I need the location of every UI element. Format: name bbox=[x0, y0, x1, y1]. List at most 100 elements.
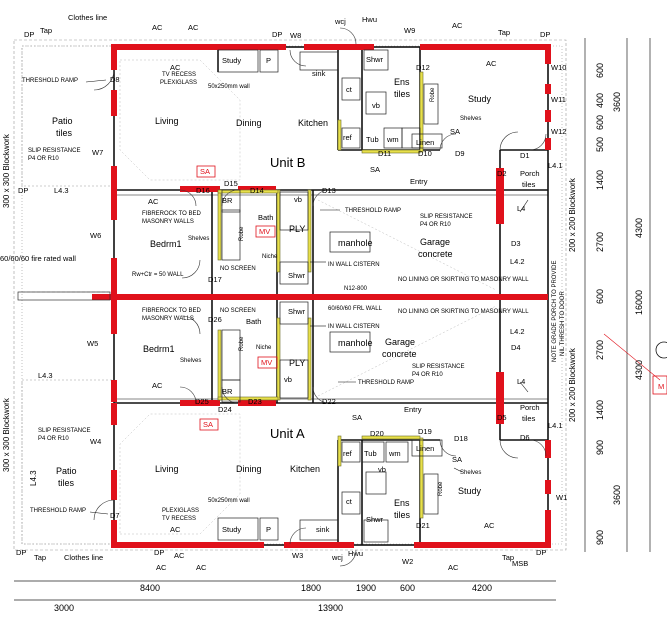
garage-a-2: concrete bbox=[382, 349, 417, 359]
leaders bbox=[85, 79, 661, 515]
shwr-b-top: Shwr bbox=[366, 55, 384, 64]
fire-walls bbox=[217, 71, 424, 519]
sa-a-1: SA bbox=[352, 413, 362, 422]
section-marker-icon bbox=[655, 341, 667, 359]
dim-r-900-bot: 900 bbox=[595, 530, 605, 545]
porch-a-2: tiles bbox=[522, 414, 536, 423]
tv-recess-b-1: TV RECESS bbox=[162, 72, 196, 78]
ac-top-1: AC bbox=[152, 23, 163, 32]
tap-bot-right: Tap bbox=[502, 553, 514, 562]
pantry-a: P bbox=[266, 525, 271, 534]
ac-bed-b: AC bbox=[148, 197, 159, 206]
vb-a: vb bbox=[378, 465, 386, 474]
n12: N12-800 bbox=[344, 286, 368, 292]
study-a-small: Study bbox=[222, 525, 241, 534]
fibrerock-b-1: FIBREROCK TO BED bbox=[142, 211, 201, 217]
window-w4: W4 bbox=[90, 437, 101, 446]
garage-a-1: Garage bbox=[385, 337, 415, 347]
bath-a: Bath bbox=[246, 317, 261, 326]
door-d1: D1 bbox=[520, 151, 530, 160]
tap-top-right: Tap bbox=[498, 28, 510, 37]
door-d3: D3 bbox=[511, 239, 521, 248]
fibrerock-b-2: MASONRY WALLS bbox=[142, 219, 194, 225]
sink-a: sink bbox=[316, 525, 330, 534]
ply-a: PLY bbox=[289, 358, 305, 368]
vb-bath-a: vb bbox=[284, 375, 292, 384]
window-w8: W8 bbox=[290, 31, 301, 40]
l41-b: L4.1 bbox=[548, 161, 563, 170]
shelves-bed-a: Shelves bbox=[180, 358, 201, 364]
unit-b-title: Unit B bbox=[270, 155, 305, 170]
door-swings bbox=[93, 27, 547, 567]
no-screen-a: NO SCREEN bbox=[220, 308, 256, 314]
kitchen-b: Kitchen bbox=[298, 118, 328, 128]
dp-top-right: DP bbox=[540, 30, 550, 39]
living-a: Living bbox=[155, 464, 179, 474]
blockwork-300-a: 300 x 300 Blockwork bbox=[2, 397, 11, 472]
ac-bot-3: AC bbox=[196, 563, 207, 572]
dp-top-left: DP bbox=[24, 30, 34, 39]
shelves-a: Shelves bbox=[460, 470, 481, 476]
door-d10: D10 bbox=[418, 149, 432, 158]
tap-top-label: Tap bbox=[40, 26, 52, 35]
ac-bot-4: AC bbox=[448, 563, 459, 572]
garage-b-1: Garage bbox=[420, 237, 450, 247]
shwr-a-mid: Shwr bbox=[288, 307, 306, 316]
wall-50-b: 50x250mm wall bbox=[208, 84, 250, 90]
dp-bot-right: DP bbox=[536, 548, 546, 557]
dim-r-3600-bot: 3600 bbox=[612, 485, 622, 505]
br-a: BR bbox=[222, 387, 233, 396]
wcj-bot: wcj bbox=[331, 553, 343, 562]
door-d26: D26 bbox=[208, 315, 222, 324]
patio-b-1: Patio bbox=[52, 116, 73, 126]
linen-b: Linen bbox=[416, 138, 434, 147]
red-walls bbox=[92, 44, 551, 548]
shwr-b-mid: Shwr bbox=[288, 271, 306, 280]
door-d25: D25 bbox=[195, 397, 209, 406]
slip-a-1: SLIP RESISTANCE bbox=[38, 428, 90, 434]
fixtures bbox=[17, 49, 443, 543]
garage-b-2: concrete bbox=[418, 249, 453, 259]
plexi-a-2: TV RECESS bbox=[162, 516, 196, 522]
slip-b-2: P4 OR R10 bbox=[28, 156, 59, 162]
porch-a-1: Porch bbox=[520, 403, 540, 412]
window-w2: W2 bbox=[402, 557, 413, 566]
window-w10: W10 bbox=[551, 63, 566, 72]
dim-4200: 4200 bbox=[472, 583, 492, 593]
tub-b: Tub bbox=[366, 135, 379, 144]
l43-a-top: L4.3 bbox=[38, 371, 53, 380]
l41-a: L4.1 bbox=[548, 421, 563, 430]
patio-b-2: tiles bbox=[56, 128, 73, 138]
dim-13900: 13900 bbox=[318, 603, 343, 613]
dp-bot-left: DP bbox=[16, 548, 26, 557]
fibrerock-a-2: MASONRY WALLS bbox=[142, 316, 194, 322]
dim-1900: 1900 bbox=[356, 583, 376, 593]
marker-m: M bbox=[658, 382, 664, 391]
note-porch-2: NIL THRESH TO DOOR bbox=[560, 291, 566, 356]
l42-a: L4.2 bbox=[510, 327, 525, 336]
room-guides bbox=[119, 59, 497, 535]
manhole-a: manhole bbox=[338, 338, 373, 348]
bedrm1-a: Bedrm1 bbox=[143, 344, 175, 354]
dim-r-1400-top: 1400 bbox=[595, 170, 605, 190]
ac-b-right: AC bbox=[486, 59, 497, 68]
ens-b-1: Ens bbox=[394, 77, 410, 87]
window-w3: W3 bbox=[292, 551, 303, 560]
door-d4: D4 bbox=[511, 343, 521, 352]
fibrerock-a-1: FIBREROCK TO BED bbox=[142, 308, 201, 314]
door-d14: D14 bbox=[250, 186, 264, 195]
ac-bot-1: AC bbox=[174, 551, 185, 560]
blockwork-200-a: 200 x 200 Blockwork bbox=[568, 347, 577, 422]
sa-b-1: SA bbox=[450, 127, 460, 136]
patio-a-1: Patio bbox=[56, 466, 77, 476]
dim-r-600-a: 600 bbox=[595, 63, 605, 78]
door-d15: D15 bbox=[224, 179, 238, 188]
dp-bot-mid: DP bbox=[154, 548, 164, 557]
dim-r-2700-bot: 2700 bbox=[595, 340, 605, 360]
study-b: Study bbox=[468, 94, 492, 104]
window-w6: W6 bbox=[90, 231, 101, 240]
plexi-a-1: PLEXIGLASS bbox=[162, 508, 199, 514]
bath-b: Bath bbox=[258, 213, 273, 222]
door-d20: D20 bbox=[370, 429, 384, 438]
wall-50-a: 50x250mm wall bbox=[208, 498, 250, 504]
